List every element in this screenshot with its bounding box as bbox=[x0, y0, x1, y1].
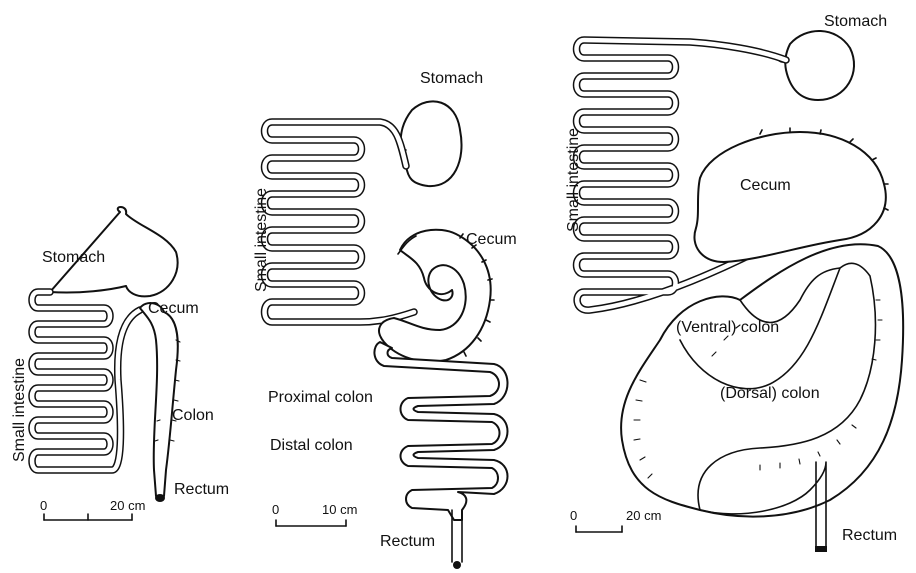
left-scale-zero: 0 bbox=[40, 498, 47, 513]
left-cecum-label: Cecum bbox=[148, 300, 199, 317]
right-stomach-label: Stomach bbox=[824, 13, 887, 30]
middle-scale-length: 10 cm bbox=[322, 502, 357, 517]
right-dorsal-colon-label: (Dorsal) colon bbox=[720, 385, 820, 402]
left-scale-bar: 0 20 cm bbox=[40, 498, 145, 520]
right-ventral-colon-label: (Ventral) colon bbox=[676, 319, 779, 336]
middle-scale-bar: 0 10 cm bbox=[272, 502, 357, 526]
left-scale-length: 20 cm bbox=[110, 498, 145, 513]
left-small-intestine bbox=[32, 292, 140, 470]
middle-cecum-label: Cecum bbox=[466, 231, 517, 248]
middle-small-intestine-label: Small intestine bbox=[253, 188, 270, 292]
middle-stomach bbox=[401, 101, 462, 186]
right-rectum-label: Rectum bbox=[842, 527, 897, 544]
left-colon-label: Colon bbox=[172, 407, 214, 424]
left-small-intestine-label: Small intestine bbox=[11, 358, 28, 462]
middle-cecum bbox=[379, 230, 491, 362]
right-cecum bbox=[694, 132, 885, 262]
right-stomach bbox=[785, 31, 854, 100]
middle-small-intestine bbox=[265, 122, 415, 322]
left-rectum-end bbox=[155, 494, 165, 502]
middle-proximal-colon-label: Proximal colon bbox=[268, 389, 373, 406]
right-scale-bar: 0 20 cm bbox=[570, 508, 661, 532]
middle-proximal-colon bbox=[374, 342, 507, 520]
right-scale-zero: 0 bbox=[570, 508, 577, 523]
left-colon bbox=[140, 303, 178, 496]
right-panel: Stomach Cecum (Ventral) colon (Dorsal) c… bbox=[565, 13, 903, 552]
right-small-intestine-label: Small intestine bbox=[565, 128, 582, 232]
right-large-colon bbox=[621, 244, 903, 516]
right-scale-length: 20 cm bbox=[626, 508, 661, 523]
right-cecum-label: Cecum bbox=[740, 177, 791, 194]
middle-panel: Stomach Cecum Proximal colon Distal colo… bbox=[253, 70, 517, 569]
left-stomach-label: Stomach bbox=[42, 249, 105, 266]
middle-stomach-label: Stomach bbox=[420, 70, 483, 87]
middle-scale-zero: 0 bbox=[272, 502, 279, 517]
middle-rectum-label: Rectum bbox=[380, 533, 435, 550]
middle-distal-colon-label: Distal colon bbox=[270, 437, 353, 454]
left-panel: Stomach Cecum Colon Rectum Small intesti… bbox=[11, 207, 229, 520]
left-rectum-label: Rectum bbox=[174, 481, 229, 498]
